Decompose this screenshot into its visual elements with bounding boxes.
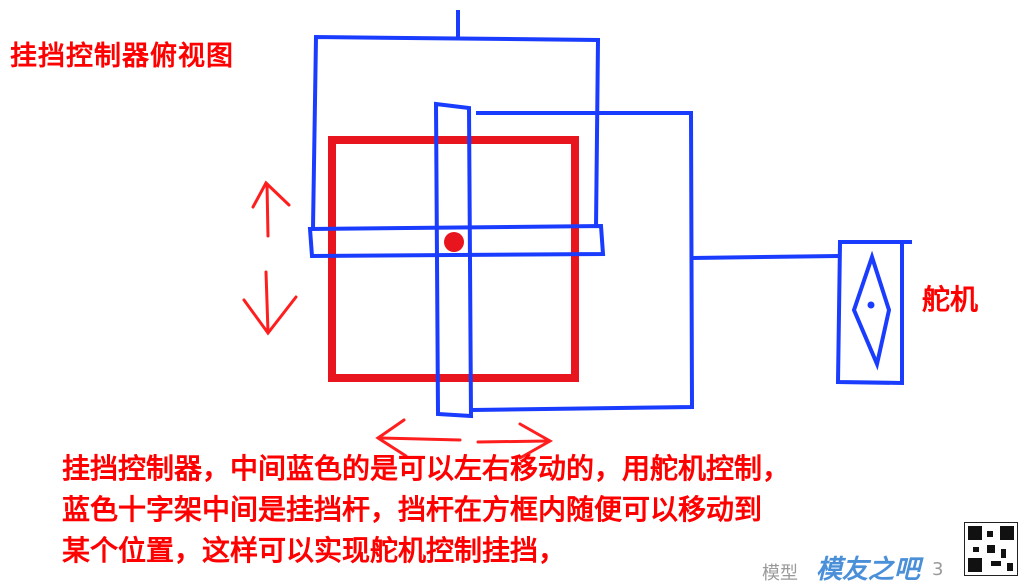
right-blue-bracket bbox=[471, 111, 695, 412]
blue-vertical-bar bbox=[433, 101, 474, 419]
servo-box bbox=[835, 240, 912, 386]
gear-lever-dot bbox=[444, 232, 464, 252]
top-blue-bracket bbox=[311, 10, 601, 229]
watermark-prefix: 模型 bbox=[762, 563, 798, 584]
left-right-arrows bbox=[375, 418, 554, 460]
description-block: 挂挡控制器，中间蓝色的是可以左右移动的，用舵机控制， 蓝色十字架中间是挂挡杆，挡… bbox=[62, 448, 1002, 571]
watermark-suffix: 3 bbox=[932, 559, 944, 580]
description-line: 蓝色十字架中间是挂挡杆，挡杆在方框内随便可以移动到 bbox=[62, 493, 763, 526]
blue-horizontal-bar bbox=[307, 223, 606, 259]
description-line: 某个位置，这样可以实现舵机控制挂挡， bbox=[62, 534, 567, 567]
watermark-brand: 模友之吧 bbox=[816, 555, 921, 585]
qr-code-icon bbox=[964, 522, 1018, 576]
diagram-title: 挂挡控制器俯视图 bbox=[10, 41, 234, 72]
description-line: 挂挡控制器，中间蓝色的是可以左右移动的，用舵机控制， bbox=[62, 452, 791, 485]
up-down-arrows bbox=[242, 180, 298, 336]
watermark-logo: 模型 模友之吧 3 bbox=[762, 555, 962, 585]
servo-label: 舵机 bbox=[922, 283, 979, 316]
red-square-frame bbox=[328, 136, 579, 382]
servo-rod bbox=[691, 254, 839, 260]
